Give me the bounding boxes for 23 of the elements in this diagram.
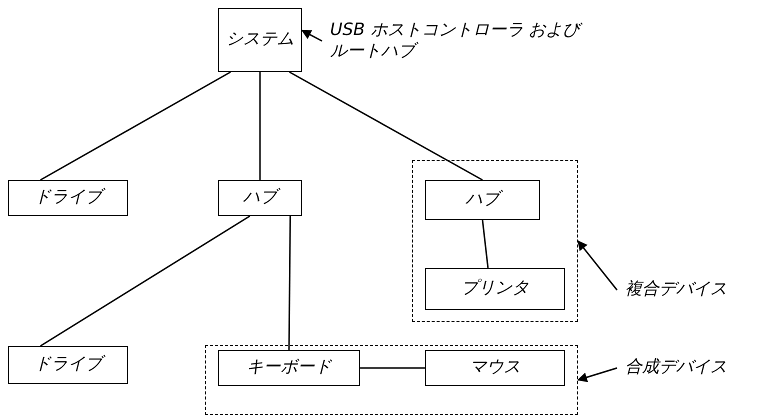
process-box: プリンタ	[425, 268, 565, 310]
arrow	[301, 30, 322, 42]
connector-line	[360, 367, 425, 369]
process-box: ドライブ	[8, 180, 128, 216]
connector-line	[288, 216, 291, 350]
process-box: システム	[218, 8, 302, 72]
callout-text: 合成デバイス	[625, 354, 775, 382]
connector-line	[40, 215, 250, 347]
connector-line	[259, 72, 261, 180]
process-box: ハブ	[425, 180, 540, 220]
arrow	[577, 367, 618, 382]
process-box: マウス	[425, 350, 565, 386]
process-box: ハブ	[218, 180, 302, 216]
process-box: ドライブ	[8, 346, 128, 384]
connector-line	[482, 220, 489, 268]
connector-line	[40, 71, 231, 181]
arrow	[577, 240, 618, 290]
dashed-group-box	[412, 160, 578, 322]
connector-line	[289, 71, 483, 181]
callout-text: 複合デバイス	[625, 276, 775, 304]
dashed-group-box	[205, 345, 578, 415]
process-box: キーボード	[218, 350, 360, 386]
callout-text: USB ホストコントローラ およびルートハブ	[330, 16, 580, 66]
